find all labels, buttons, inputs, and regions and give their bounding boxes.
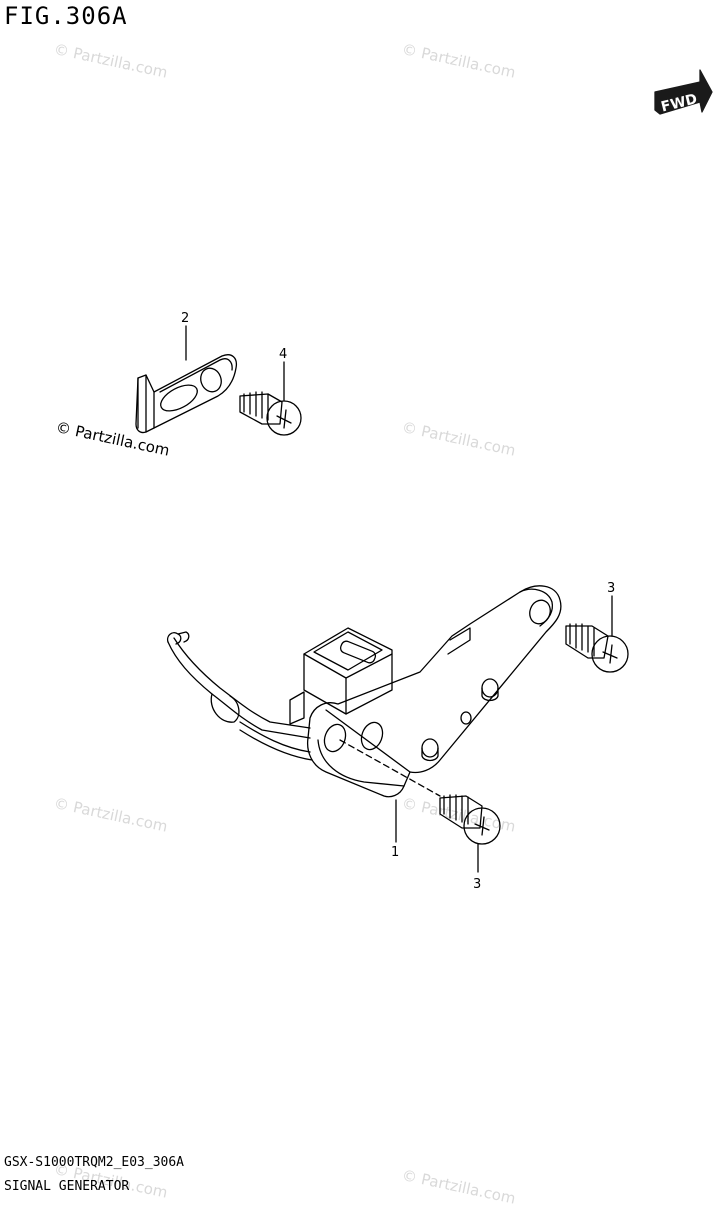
callout-top-screw: 3: [607, 581, 615, 596]
fwd-arrow-icon: FWD: [654, 69, 713, 116]
bottom-screw-part: [439, 794, 501, 845]
bracket-screw-part: [239, 391, 302, 436]
callout-bracket-screw: 4: [279, 347, 287, 362]
diagram-code: GSX-S1000TRQM2_E03_306A: [4, 1155, 185, 1170]
callout-bracket: 2: [181, 311, 189, 326]
top-screw-part: [565, 623, 629, 673]
diagram-name: SIGNAL GENERATOR: [4, 1179, 130, 1194]
signal-generator-part: [166, 585, 562, 798]
bracket-part: [135, 354, 238, 434]
callout-generator: 1: [391, 845, 399, 860]
figure-title: FIG.306A: [4, 2, 128, 30]
callout-bottom-screw: 3: [473, 877, 481, 892]
